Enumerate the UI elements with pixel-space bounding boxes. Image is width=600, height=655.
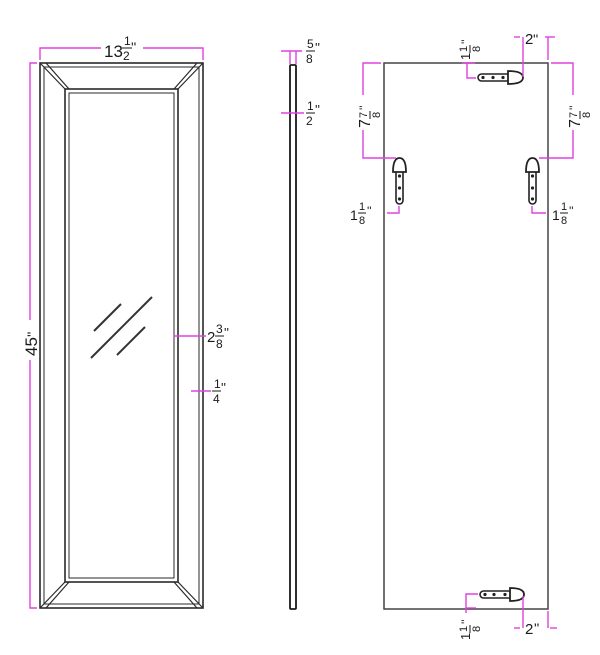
left-inset-den: 8 xyxy=(359,215,365,227)
left-drop-unit: '' xyxy=(357,105,371,110)
bottom-edge-whole: 2 xyxy=(525,621,533,638)
left-inset-whole: 1 xyxy=(350,207,358,223)
frame-width-den: 8 xyxy=(216,337,223,351)
right-drop-unit: '' xyxy=(567,105,581,110)
inner-panel-inner-edge xyxy=(68,92,175,579)
frame-depth-num: 1 xyxy=(214,377,221,391)
top-offset-unit: '' xyxy=(459,39,473,44)
side-panel-dimension: 1 2 '' xyxy=(281,99,320,128)
right-inset-whole: 1 xyxy=(552,207,560,223)
back-panel xyxy=(383,62,549,610)
bottom-offset-whole: 1 xyxy=(458,633,473,640)
bottom-offset-den: 8 xyxy=(471,626,483,632)
width-den: 2 xyxy=(123,49,130,63)
front-height-dimension: 45 '' xyxy=(22,62,41,609)
right-inset-num: 1 xyxy=(561,201,567,213)
side-profile xyxy=(289,64,297,610)
side-depth-unit: '' xyxy=(315,40,320,55)
miter-corners xyxy=(39,62,204,609)
left-hanger-icon xyxy=(392,157,407,205)
side-depth-dimension: 5 8 '' xyxy=(281,37,320,66)
right-drop-den: 8 xyxy=(581,112,593,118)
right-hanger-drop-dimension: 7 7 8 '' xyxy=(539,62,593,159)
top-edge-unit: '' xyxy=(533,31,538,47)
bottom-hanger-offset-dimension: 1 1 8 '' xyxy=(458,593,483,640)
bottom-edge-unit: '' xyxy=(534,620,539,636)
glare-lines-icon xyxy=(90,296,153,359)
bottom-hanger-edge-dimension: 2 '' xyxy=(514,596,557,638)
left-hanger-drop-dimension: 7 7 8 '' xyxy=(357,62,396,159)
side-panel-den: 2 xyxy=(306,114,313,128)
front-width-dimension: 13 1 2 '' xyxy=(39,34,204,63)
width-num: 1 xyxy=(124,34,131,48)
right-hanger-inset-dimension: 1 1 8 '' xyxy=(531,201,574,227)
top-hanger-edge-dimension: 2 '' xyxy=(514,31,555,77)
width-whole: 13 xyxy=(104,42,123,61)
front-view: 13 1 2 '' 45 '' 2 3 8 '' 1 4 '' xyxy=(22,34,229,609)
side-panel-num: 1 xyxy=(307,99,314,113)
width-unit: '' xyxy=(131,39,136,55)
right-drop-num: 7 xyxy=(568,112,580,118)
bottom-hanger-icon xyxy=(479,587,525,602)
right-drop-whole: 7 xyxy=(567,119,584,128)
right-hanger-icon xyxy=(525,157,540,205)
top-hanger-icon xyxy=(477,70,524,85)
back-view: 1 1 8 '' 2 '' 7 7 8 '' xyxy=(350,31,593,640)
side-panel-unit: '' xyxy=(315,102,320,117)
top-edge-whole: 2 xyxy=(525,31,533,48)
top-hanger-offset-dimension: 1 1 8 '' xyxy=(458,39,483,79)
height-whole: 45 xyxy=(22,337,41,356)
bottom-offset-unit: '' xyxy=(459,619,473,624)
side-depth-den: 8 xyxy=(306,52,313,66)
frame-width-unit: '' xyxy=(224,325,229,340)
top-offset-den: 8 xyxy=(471,46,483,52)
left-drop-num: 7 xyxy=(358,112,370,118)
left-drop-whole: 7 xyxy=(357,119,374,128)
bottom-offset-num: 1 xyxy=(458,626,470,632)
height-unit: '' xyxy=(24,332,40,337)
right-inset-unit: '' xyxy=(569,204,574,218)
left-hanger-inset-dimension: 1 1 8 '' xyxy=(350,201,400,227)
side-depth-num: 5 xyxy=(307,37,314,51)
frame-width-whole: 2 xyxy=(207,329,215,346)
top-offset-whole: 1 xyxy=(458,53,473,60)
frame-depth-den: 4 xyxy=(213,392,220,406)
frame-width-num: 3 xyxy=(216,322,223,336)
frame-depth-unit: '' xyxy=(221,380,226,395)
left-inset-num: 1 xyxy=(359,201,365,213)
top-offset-num: 1 xyxy=(458,46,470,52)
frame-depth-dimension: 1 4 '' xyxy=(191,377,226,406)
inner-panel xyxy=(64,88,179,583)
right-inset-den: 8 xyxy=(561,215,567,227)
left-inset-unit: '' xyxy=(367,204,372,218)
left-drop-den: 8 xyxy=(371,112,383,118)
side-view: 5 8 '' 1 2 '' xyxy=(281,37,320,610)
frame-width-dimension: 2 3 8 '' xyxy=(174,322,229,351)
